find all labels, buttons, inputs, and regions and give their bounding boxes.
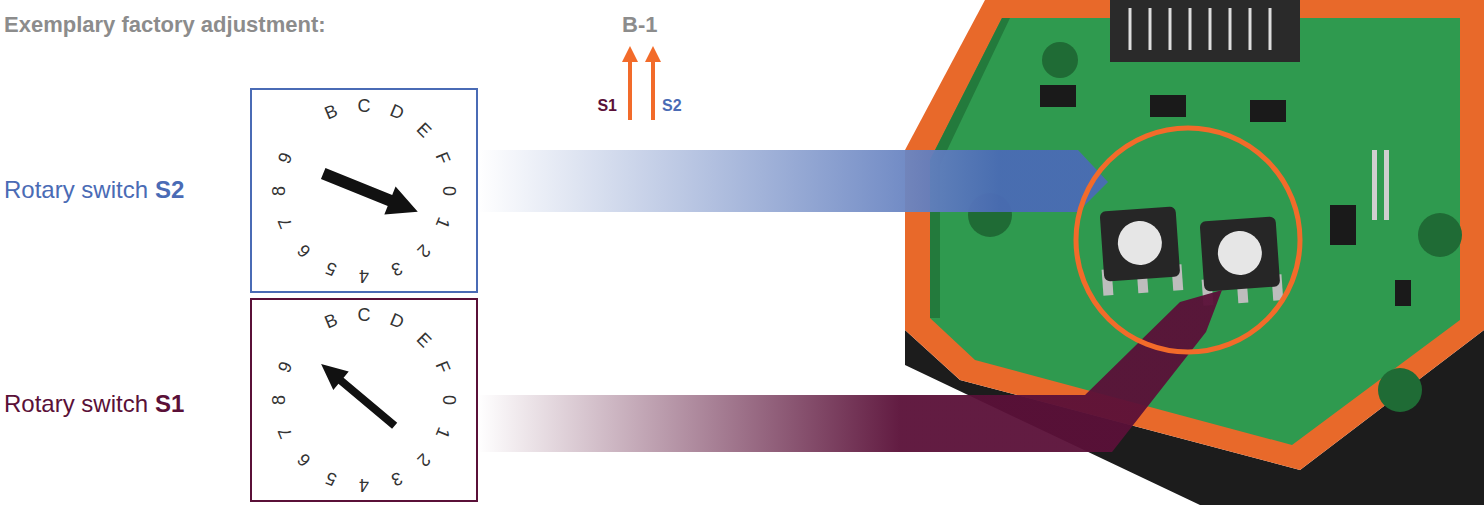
heading: Exemplary factory adjustment: — [4, 12, 326, 38]
dial-digit: F — [432, 149, 453, 166]
dial-digit: C — [358, 97, 371, 115]
dial-digit: 8 — [270, 185, 288, 195]
dial-digit: B — [322, 101, 340, 122]
switch-tag: S1 — [155, 390, 184, 419]
value-arrows — [622, 46, 661, 120]
dial-digit: B — [322, 311, 340, 332]
dial-digit: 9 — [275, 150, 295, 166]
dial-digit: 3 — [388, 468, 404, 488]
dial-digit: 1 — [432, 424, 452, 440]
dial-digit: 4 — [359, 476, 369, 494]
dial-digit: 7 — [275, 424, 295, 440]
dial-digit: 7 — [275, 215, 295, 231]
dial-digit: F — [432, 359, 453, 376]
dial-digit: 5 — [323, 259, 339, 279]
part-name: Rotary switch — [4, 390, 148, 419]
dial-digit: C — [358, 306, 371, 324]
dial-digit: 4 — [359, 267, 369, 285]
dial-digit: 6 — [294, 241, 314, 261]
dial-digit: D — [387, 101, 406, 123]
part-name: Rotary switch — [4, 176, 148, 205]
dial-digit: 8 — [270, 395, 288, 405]
s1-leader — [478, 290, 1222, 452]
switch-tag: S1 — [597, 96, 617, 115]
dial-digit: 0 — [440, 185, 458, 195]
highlight-circle — [1076, 128, 1300, 352]
dial-pointer — [318, 160, 424, 226]
dial-digit: 3 — [388, 259, 404, 279]
dial-digit: 6 — [294, 450, 314, 470]
dial-digit: D — [387, 311, 406, 333]
dial-digit: E — [413, 329, 434, 350]
dial-pointer — [313, 355, 402, 435]
s2-leader — [478, 150, 1108, 212]
dial-digit: 9 — [275, 359, 295, 375]
dial-box: BCDEF 0 1 23 4 56 7 8 9 — [250, 88, 478, 293]
switch-tag: S2 — [155, 176, 184, 205]
dial-digit: 2 — [414, 241, 434, 261]
setting-value: B-1 — [622, 12, 657, 38]
dial-digit: 5 — [323, 468, 339, 488]
switch-tag: S2 — [662, 96, 682, 115]
dial-box: BCDEF 0 1 23 4 56 7 8 9 — [250, 298, 478, 502]
dial-digit: 1 — [432, 215, 452, 231]
dial-digit: 2 — [414, 450, 434, 470]
dial-digit: 0 — [440, 395, 458, 405]
dial-digit: E — [413, 120, 434, 141]
